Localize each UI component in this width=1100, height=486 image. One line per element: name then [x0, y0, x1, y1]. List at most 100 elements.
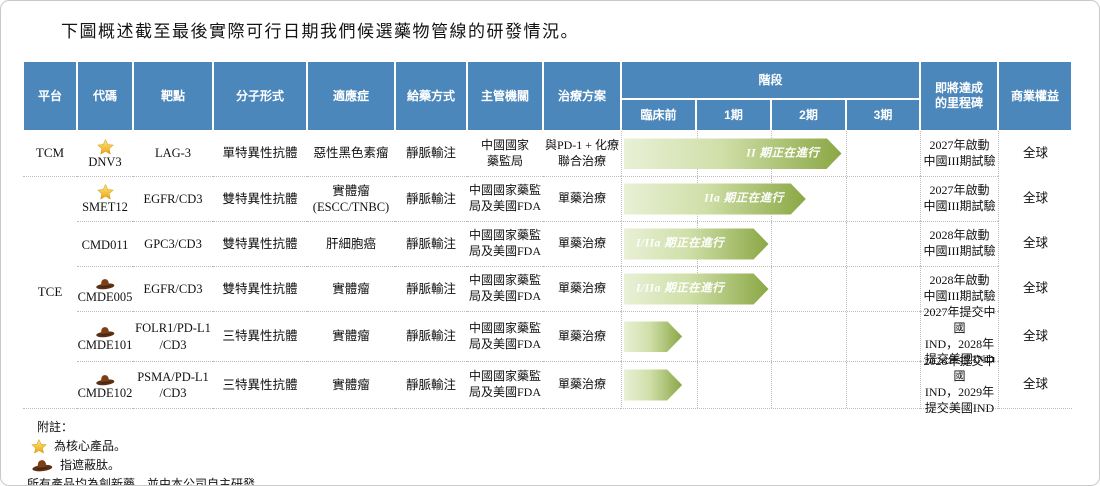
regimen-cell: 單藥治療	[543, 176, 621, 221]
stage-gridline	[845, 177, 847, 221]
core-product-star-icon	[96, 138, 114, 155]
agency-cell: 中國國家藥監 局及美國FDA	[467, 266, 543, 311]
stage-gridline	[845, 131, 847, 176]
progress-arrow	[624, 321, 682, 352]
core-product-star-icon	[31, 438, 47, 454]
stage-gridline	[696, 312, 698, 361]
molecule-cell: 雙特異性抗體	[213, 176, 307, 221]
target-cell: FOLR1/PD-L1 /CD3	[133, 311, 213, 361]
col-header-milestone: 即將達成 的里程碑	[920, 61, 998, 131]
col-header-administration: 給藥方式	[395, 61, 467, 131]
target-cell: EGFR/CD3	[133, 176, 213, 221]
administration-cell: 靜脈輸注	[405, 146, 456, 161]
stage-track: IIa 期正在進行	[621, 176, 920, 221]
agency-cell: 中國國家藥監 局及美國FDA	[467, 176, 543, 221]
molecule-cell: 三特異性抗體	[213, 311, 307, 361]
col-header-stage-phase1: 1期	[696, 99, 771, 131]
milestone-cell: 2028年啟動 中國III期試驗	[920, 266, 998, 311]
drug-code: DNV3	[88, 154, 122, 169]
progress-arrow: I/IIa 期正在進行	[624, 229, 769, 260]
administration-cell: 靜脈輸注	[395, 311, 467, 361]
target-cell: EGFR/CD3	[133, 266, 213, 311]
page-title: 下圖概述截至最後實際可行日期我們候選藥物管線的研發情況。	[61, 22, 579, 41]
general-note-text: 所有產品均為創新藥，並由本公司自主研發。	[27, 477, 268, 486]
molecule-cell: 三特異性抗體	[213, 361, 307, 409]
indication-cell: 實體瘤	[307, 311, 395, 361]
drug-code: CMDE101	[77, 337, 133, 352]
stage-track: II 期正在進行	[621, 131, 920, 176]
drug-code: CMD011	[81, 237, 129, 252]
stage-gridline	[845, 222, 847, 266]
indication-cell: 肝細胞癌	[307, 221, 395, 266]
administration-cell: 靜脈輸注	[395, 176, 467, 221]
administration-cell: 靜脈輸注	[395, 361, 467, 409]
col-header-code: 代碼	[77, 61, 133, 131]
regimen-cell: 與PD-1 + 化療 聯合治療	[544, 137, 620, 168]
agency-cell: 中國國家 藥監局	[480, 137, 529, 168]
stage-gridline	[771, 312, 772, 361]
drug-code: CMDE102	[77, 386, 133, 401]
target-cell: GPC3/CD3	[133, 221, 213, 266]
masking-peptide-hat-icon	[31, 458, 53, 472]
star-note-text: 為核心產品。	[54, 439, 127, 453]
footnotes-heading: 附註：	[37, 420, 74, 434]
stage-gridline	[771, 362, 772, 408]
rights-cell: 全球	[998, 131, 1072, 176]
regimen-cell: 單藥治療	[543, 221, 621, 266]
indication-cell: 實體瘤 (ESCC/TNBC)	[307, 176, 395, 221]
platform-label-tcm: TCM	[35, 145, 65, 161]
rights-cell: 全球	[998, 361, 1072, 409]
stage-track: I/IIa 期正在進行	[621, 266, 920, 311]
stage-gridline	[696, 362, 698, 408]
milestone-cell: 2028年提交中國 IND，2029年 提交美國IND	[920, 354, 998, 415]
stage-track	[621, 311, 920, 361]
rights-cell: 全球	[998, 266, 1072, 311]
milestone-cell: 2027年啟動 中國III期試驗	[920, 131, 998, 176]
code-cell: CMDE005	[77, 266, 133, 311]
administration-cell: 靜脈輸注	[395, 266, 467, 311]
stage-gridline	[771, 222, 772, 266]
col-header-platform: 平台	[23, 61, 77, 131]
rights-cell: 全球	[998, 221, 1072, 266]
stage-track	[621, 361, 920, 409]
col-header-agency: 主管機關	[467, 61, 543, 131]
stage-gridline	[845, 362, 847, 408]
stage-gridline	[845, 312, 847, 361]
col-header-stage-phase2: 2期	[771, 99, 846, 131]
col-header-stage-preclinical: 臨床前	[621, 99, 696, 131]
milestone-cell: 2028年啟動 中國III期試驗	[920, 221, 998, 266]
code-cell: CMD011	[77, 221, 133, 266]
code-cell: SMET12	[77, 176, 133, 221]
code-cell: DNV3	[77, 131, 133, 176]
col-header-stage-group: 階段	[621, 61, 920, 99]
molecule-cell: 雙特異性抗體	[213, 221, 307, 266]
progress-arrow: II 期正在進行	[624, 138, 842, 169]
progress-arrow: I/IIa 期正在進行	[624, 274, 769, 305]
stage-gridline	[845, 267, 847, 311]
agency-cell: 中國國家藥監 局及美國FDA	[467, 221, 543, 266]
core-product-star-icon	[96, 184, 114, 200]
regimen-cell: 單藥治療	[543, 311, 621, 361]
col-header-molecule: 分子形式	[213, 61, 307, 131]
progress-arrow: IIa 期正在進行	[624, 184, 806, 215]
masking-peptide-hat-icon	[95, 322, 115, 338]
molecule-cell: 雙特異性抗體	[213, 266, 307, 311]
col-header-target: 靶點	[133, 61, 213, 131]
regimen-cell: 單藥治療	[543, 266, 621, 311]
col-header-regimen: 治療方案	[543, 61, 621, 131]
indication-cell: 實體瘤	[307, 266, 395, 311]
hat-note-text: 指遮蔽肽。	[60, 458, 121, 472]
agency-cell: 中國國家藥監 局及美國FDA	[467, 361, 543, 409]
code-cell: CMDE102	[77, 361, 133, 409]
masking-peptide-hat-icon	[95, 274, 115, 290]
masking-peptide-hat-icon	[95, 370, 115, 386]
pipeline-table: 平台 代碼 靶點 分子形式 適應症 給藥方式 主管機關 治療方案 階段 臨床前 …	[23, 61, 1072, 415]
milestone-cell: 2027年啟動 中國III期試驗	[920, 176, 998, 221]
drug-code: SMET12	[82, 200, 128, 215]
indication-cell: 惡性黑色素瘤	[313, 146, 389, 161]
regimen-cell: 單藥治療	[543, 361, 621, 409]
col-header-indication: 適應症	[307, 61, 395, 131]
col-header-rights: 商業權益	[998, 61, 1072, 131]
administration-cell: 靜脈輸注	[395, 221, 467, 266]
target-cell: LAG-3	[154, 146, 192, 161]
